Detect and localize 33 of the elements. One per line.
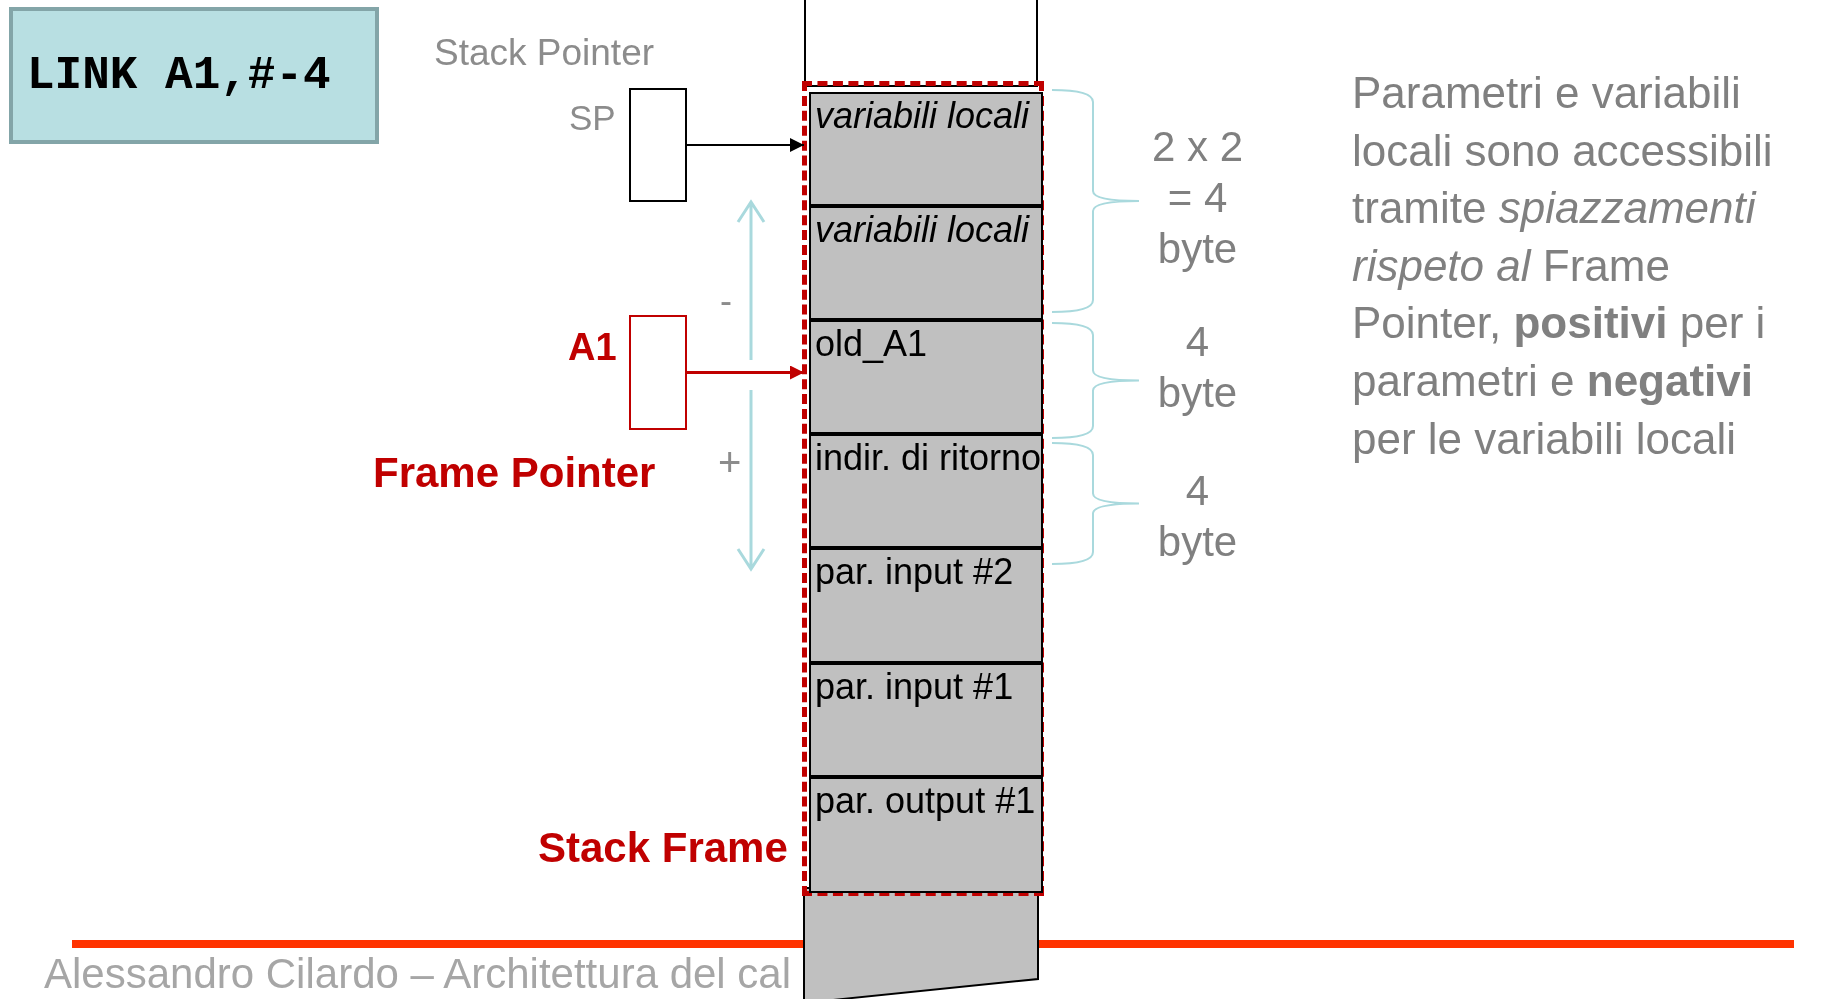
register-box [629,88,687,202]
stack-cell [809,548,1043,663]
cell-label: variabili locali [815,94,1031,138]
stack-cell [809,777,1043,893]
sign-label: - [720,280,733,322]
stack-cell [809,206,1043,320]
cell-label: indir. di ritorno [815,436,1043,480]
size-label: 2 x 2 = 4 byte [1150,122,1245,274]
size-label: 4 byte [1156,466,1239,567]
cell-label: par. input #1 [815,665,1015,709]
cell-label: old_A1 [815,322,929,366]
register-caption: Stack Pointer [434,32,655,74]
cell-label: par. input #2 [815,550,1015,594]
register-box [629,315,687,430]
register-label: A1 [568,326,617,369]
arrow [687,365,804,380]
frame-label: Stack Frame [538,824,788,872]
stack-cell [809,663,1043,777]
instruction-box: LINK A1,#-4 [9,7,379,144]
cell-label: par. output #1 [815,779,1037,823]
register-caption: Frame Pointer [373,449,656,497]
sign-label: + [718,440,743,485]
size-label: 4 byte [1156,317,1239,418]
stack-cell [809,320,1043,434]
stack-cell [809,434,1043,548]
register-label: SP [569,98,616,138]
stack-frame-outline [802,81,1044,896]
stack-cell [809,92,1043,206]
arrow [686,138,805,152]
cell-label: variabili locali [815,208,1031,252]
footer-text: Alessandro Cilardo – Architettura del cal [44,950,793,998]
stack-cell [804,0,1038,87]
explanation-text: Parametri e variabili locali sono accessibili tramite spiazzamenti rispeto al Frame Pointer, positivi per i parametri e negativi per le variabili locali [1352,67,1774,465]
